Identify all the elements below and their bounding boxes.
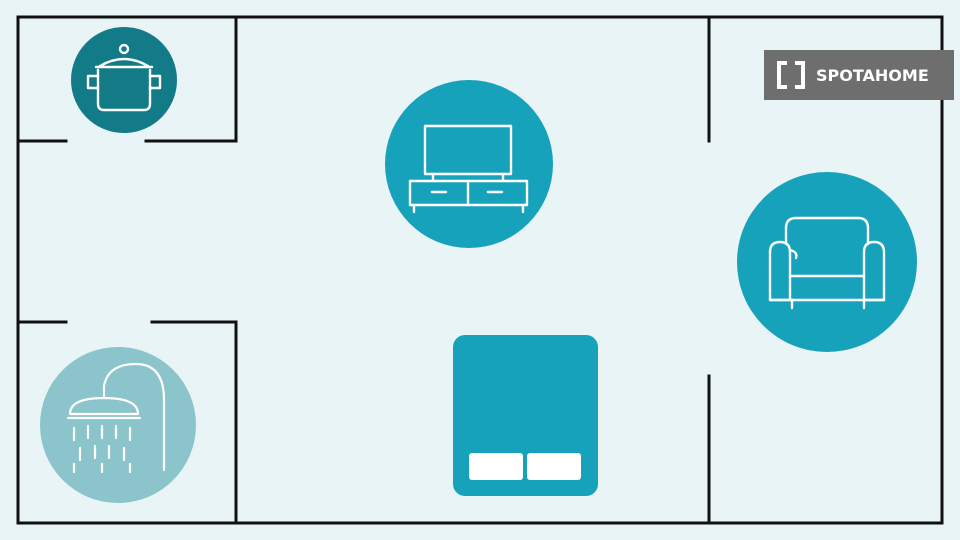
living-room-circle bbox=[385, 80, 553, 248]
armchair-icon bbox=[768, 216, 886, 310]
shower-icon bbox=[66, 362, 166, 474]
lounge-circle bbox=[737, 172, 917, 352]
bracket-logo-icon bbox=[777, 61, 805, 89]
kitchen-room bbox=[71, 27, 177, 133]
bathroom-circle bbox=[40, 347, 196, 503]
living-room bbox=[385, 80, 553, 248]
lounge-room bbox=[737, 172, 917, 352]
outer-wall bbox=[16, 15, 944, 525]
pillow-left bbox=[469, 453, 523, 480]
bathroom-room bbox=[40, 347, 196, 503]
brand-logo[interactable]: SPOTAHOME bbox=[764, 50, 954, 100]
bedroom-room bbox=[453, 335, 598, 496]
tv-stand-icon bbox=[408, 124, 529, 214]
pillow-right bbox=[527, 453, 581, 480]
cooking-pot-icon bbox=[86, 43, 162, 112]
walls bbox=[16, 15, 944, 525]
brand-name: SPOTAHOME bbox=[816, 65, 929, 85]
